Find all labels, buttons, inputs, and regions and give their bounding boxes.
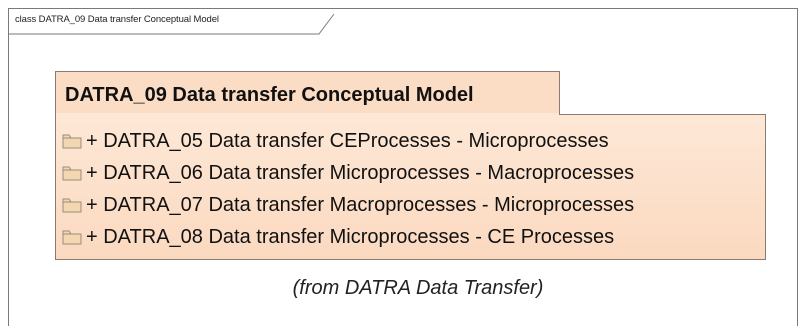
package-item-datra-05[interactable]: + DATRA_05 Data transfer CEProcesses - M… (62, 125, 609, 157)
frame-title: class DATRA_09 Data transfer Conceptual … (15, 14, 219, 25)
diagram-frame (8, 8, 798, 326)
package-icon (62, 197, 82, 213)
package-tab-join (56, 113, 559, 116)
package-item-label: + DATRA_06 Data transfer Microprocesses … (86, 161, 635, 184)
package-item-label: + DATRA_08 Data transfer Microprocesses … (86, 225, 615, 248)
package-title: DATRA_09 Data transfer Conceptual Model (65, 84, 474, 106)
package-icon (62, 133, 82, 149)
package-body[interactable]: + DATRA_05 Data transfer CEProcesses - M… (55, 114, 766, 260)
package-item-datra-06[interactable]: + DATRA_06 Data transfer Microprocesses … (62, 157, 634, 189)
package-item-label: + DATRA_05 Data transfer CEProcesses - M… (86, 129, 609, 152)
package-item-label: + DATRA_07 Data transfer Macroprocesses … (86, 193, 635, 216)
package-item-datra-08[interactable]: + DATRA_08 Data transfer Microprocesses … (62, 221, 614, 253)
package-icon (62, 229, 82, 245)
package-origin-note: (from DATRA Data Transfer) (292, 277, 544, 299)
package-icon (62, 165, 82, 181)
frame-title-tab (8, 8, 335, 35)
package-title-tab[interactable]: DATRA_09 Data transfer Conceptual Model (55, 71, 560, 115)
package-item-datra-07[interactable]: + DATRA_07 Data transfer Macroprocesses … (62, 189, 634, 221)
